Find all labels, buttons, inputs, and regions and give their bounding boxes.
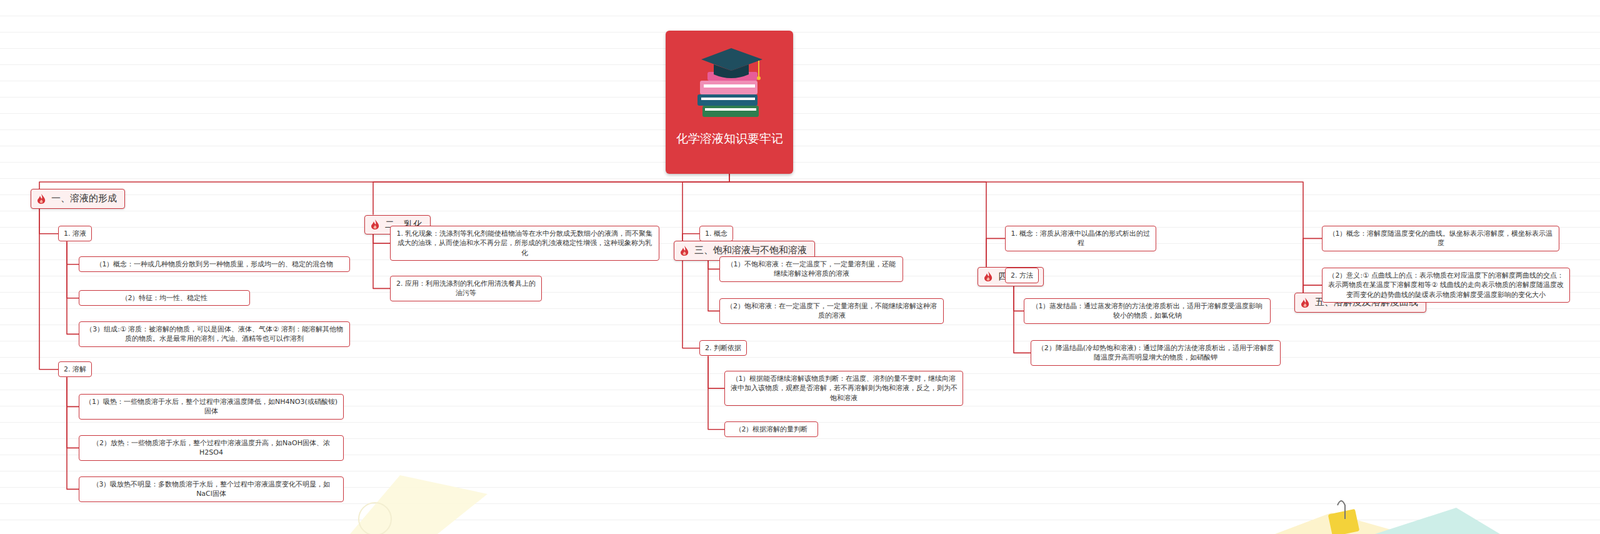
- branch-line: [373, 173, 730, 215]
- books-cap-icon: [688, 38, 770, 126]
- topic-text: （2）放热：一些物质溶于水后，整个过程中溶液温度升高，如NaOH固体、浓H2SO…: [84, 438, 339, 458]
- topic-text: （3）组成:① 溶质：被溶解的物质，可以是固体、液体、气体② 溶剂：能溶解其他物…: [84, 324, 345, 344]
- branch-line: [373, 234, 390, 289]
- leaf-topic: 1. 乳化现象：洗涤剂等乳化剂能使植物油等在水中分散成无数细小的液滴，而不聚集成…: [390, 225, 660, 261]
- flame-icon: [1300, 296, 1310, 309]
- branch-line: [1013, 283, 1024, 311]
- branch-line: [373, 234, 390, 244]
- leaf-topic: （1）概念：一种或几种物质分散到另一种物质里，形成均一的、稳定的混合物: [78, 256, 350, 272]
- topic-text: 三、饱和溶液与不饱和溶液: [694, 244, 807, 257]
- topic-text: （1）根据能否继续溶解该物质判断：在温度、溶剂的量不变时，继续向溶液中加入该物质…: [730, 373, 958, 403]
- branch-line: [66, 376, 79, 489]
- branch-line: [682, 260, 700, 349]
- leaf-topic: 1. 溶液: [58, 225, 92, 242]
- topic-text: 2. 溶解: [63, 364, 87, 374]
- topic-text: 一、溶液的形成: [51, 192, 117, 205]
- leaf-topic: （3）吸放热不明显：多数物质溶于水后，整个过程中溶液温度变化不明显，如NaCl固…: [78, 476, 344, 502]
- topic-text: 1. 乳化现象：洗涤剂等乳化剂能使植物油等在水中分散成无数细小的液滴，而不聚集成…: [395, 228, 654, 258]
- leaf-topic: 2. 溶解: [58, 361, 92, 377]
- topic-text: （2）根据溶解的量判断: [730, 424, 813, 434]
- topic-text: （2）特征：均一性、稳定性: [84, 293, 245, 303]
- topic-text: 1. 概念：溶质从溶液中以晶体的形式析出的过程: [1010, 228, 1151, 249]
- topic-text: 2. 应用：利用洗涤剂的乳化作用清洗餐具上的油污等: [395, 278, 537, 299]
- topic-text: （2）降温结晶(冷却热饱和溶液)：通过降温的方法使溶质析出，适用于溶解度随温度升…: [1036, 343, 1275, 363]
- branch-line: [708, 355, 725, 429]
- leaf-topic: 2. 判断依据: [699, 340, 747, 356]
- topic-text: （1）概念：一种或几种物质分散到另一种物质里，形成均一的、稳定的混合物: [84, 259, 345, 269]
- branch-line: [682, 173, 730, 241]
- branch-line: [39, 208, 59, 370]
- branch-line: [66, 241, 79, 264]
- leaf-topic: （2）降温结晶(冷却热饱和溶液)：通过降温的方法使溶质析出，适用于溶解度随温度升…: [1030, 340, 1281, 366]
- leaf-topic: （1）不饱和溶液：在一定温度下，一定量溶剂里，还能继续溶解这种溶质的溶液: [719, 256, 904, 282]
- leaf-topic: （2）饱和溶液：在一定温度下，一定量溶剂里，不能继续溶解这种溶质的溶液: [719, 298, 944, 324]
- leaf-topic: （2）根据溶解的量判断: [724, 421, 819, 437]
- flame-icon: [370, 218, 380, 230]
- leaf-topic: （2）放热：一些物质溶于水后，整个过程中溶液温度升高，如NaOH固体、浓H2SO…: [78, 435, 344, 461]
- leaf-topic: 1. 概念: [699, 225, 734, 242]
- topic-text: 1. 溶液: [63, 228, 87, 239]
- branch-line: [66, 376, 79, 448]
- topic-text: （1）蒸发结晶：通过蒸发溶剂的方法使溶质析出，适用于溶解度受温度影响较小的物质，…: [1029, 301, 1265, 321]
- topic-text: （1）概念：溶解度随温度变化的曲线。纵坐标表示溶解度，横坐标表示温度: [1327, 228, 1554, 249]
- topic-text: （2）饱和溶液：在一定温度下，一定量溶剂里，不能继续溶解这种溶质的溶液: [725, 301, 939, 321]
- deco-circle: [358, 502, 392, 534]
- leaf-topic: （1）吸热：一些物质溶于水后，整个过程中溶液温度降低，如NH4NO3(或硝酸铵)…: [78, 393, 344, 420]
- flame-icon: [983, 270, 994, 282]
- flame-icon: [36, 193, 47, 205]
- topic-text: 化学溶液知识要牢记: [670, 130, 789, 147]
- branch-line: [66, 376, 79, 407]
- branch-line: [39, 208, 59, 234]
- leaf-topic: 2. 应用：利用洗涤剂的乳化作用清洗餐具上的油污等: [390, 275, 542, 302]
- branch-line: [708, 355, 725, 389]
- branch-line: [66, 241, 79, 334]
- leaf-topic: 1. 概念：溶质从溶液中以晶体的形式析出的过程: [1005, 225, 1157, 252]
- branch-line: [66, 241, 79, 298]
- branch-line: [39, 173, 730, 189]
- deco-shape: [1375, 507, 1500, 534]
- topic-text: （2）意义:① 点曲线上的点：表示物质在对应温度下的溶解度两曲线的交点：表示两物…: [1327, 270, 1565, 300]
- leaf-topic: （2）意义:① 点曲线上的点：表示物质在对应温度下的溶解度两曲线的交点：表示两物…: [1321, 267, 1570, 303]
- topic-text: 2. 方法: [1010, 270, 1034, 280]
- leaf-topic: 2. 方法: [1005, 267, 1039, 284]
- leaf-topic: （1）概念：溶解度随温度变化的曲线。纵坐标表示溶解度，横坐标表示温度: [1321, 225, 1560, 252]
- leaf-topic: （1）根据能否继续溶解该物质判断：在温度、溶剂的量不变时，继续向溶液中加入该物质…: [724, 370, 964, 406]
- deco-shape: [350, 475, 488, 534]
- paper-clip: [1337, 500, 1345, 519]
- topic-text: （3）吸放热不明显：多数物质溶于水后，整个过程中溶液温度变化不明显，如NaCl固…: [84, 479, 339, 499]
- paper-clip-note: [1328, 508, 1360, 534]
- topic-text: 1. 概念: [705, 228, 728, 239]
- leaf-topic: （1）蒸发结晶：通过蒸发溶剂的方法使溶质析出，适用于溶解度受温度影响较小的物质，…: [1023, 298, 1271, 324]
- root-topic: 化学溶液知识要牢记: [665, 30, 794, 174]
- topic-text: 2. 判断依据: [705, 343, 742, 353]
- leaf-topic: （2）特征：均一性、稳定性: [78, 290, 250, 306]
- leaf-topic: （3）组成:① 溶质：被溶解的物质，可以是固体、液体、气体② 溶剂：能溶解其他物…: [78, 321, 350, 347]
- topic-text: （1）吸热：一些物质溶于水后，整个过程中溶液温度降低，如NH4NO3(或硝酸铵)…: [84, 396, 339, 417]
- branch-topic: 一、溶液的形成: [30, 188, 125, 209]
- flame-icon: [679, 245, 690, 257]
- topic-text: （1）不饱和溶液：在一定温度下，一定量溶剂里，还能继续溶解这种溶质的溶液: [725, 259, 898, 279]
